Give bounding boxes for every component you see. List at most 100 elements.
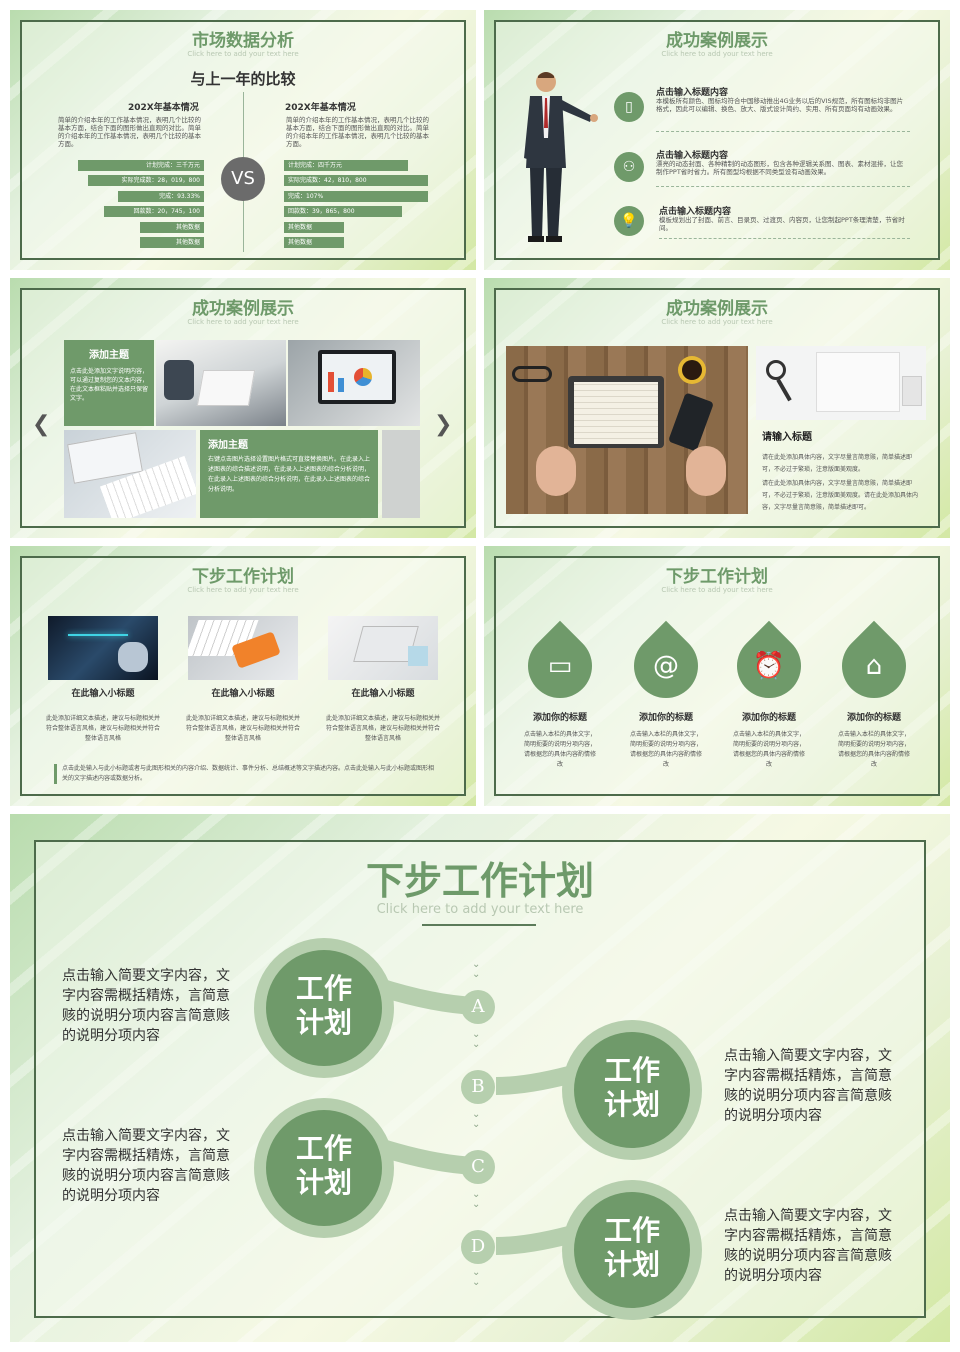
desk-photo xyxy=(506,346,748,514)
plan-circle-label: 计划 xyxy=(295,1166,352,1199)
slide-subtitle: Click here to add your text here xyxy=(661,50,773,58)
right-bar: 其他数据 xyxy=(284,222,344,233)
slide-next-plan-1: 下步工作计划 Click here to add your text here … xyxy=(10,546,476,806)
topic-box-2: 添加主题 右键点击图片选择设置图片格式可直接替换图片。在此录入上述图表的综合描述… xyxy=(200,430,378,518)
plan-circle: 工作 计划 xyxy=(574,1192,690,1308)
chevron-down-icon: ⌄⌄ xyxy=(472,959,481,980)
item-desc: 点击输入本栏的具体文字，简明扼要的说明分项内容，请根据您的具体内容酌情修改 xyxy=(837,731,910,768)
step-letter: C xyxy=(461,1150,495,1184)
slide-title: 下步工作计划 xyxy=(666,567,768,587)
topic-box-desc: 点击此处添加文字说明内容，可以通过复制您的文本内容，在此文本框粘贴并选择只保留文… xyxy=(70,368,149,402)
right-desc: 简单的介绍本年的工作基本情况，表明几个比较的基本方面，结合下面的图形做出直观的对… xyxy=(286,116,429,148)
step-letter: B xyxy=(461,1070,495,1104)
content-paragraph: 请在此处添加具体内容，文字尽量言简意赅，简单描述即可，不必过于繁琐，注意版面美观… xyxy=(762,480,919,511)
slide-market-analysis: 市场数据分析 Click here to add your text here … xyxy=(10,10,476,270)
chevron-down-icon: ⌄⌄ xyxy=(472,1109,481,1130)
item-desc: 模板规划出了封面、前言、目录页、过渡页、内容页，让您制起PPT条理清楚，节省时间… xyxy=(659,216,905,232)
item-desc: 漂亮的动态封面、各种精制的动态图形，包含各种逻辑关系图、图表、素材混排，让您制作… xyxy=(656,160,903,176)
left-bar: 其他数据 xyxy=(140,222,204,233)
column-desc: 此处添加详细文本描述，建议与标题相关并符合整体语言风格，建议与标题相关并符合整体… xyxy=(46,715,161,742)
slide-title: 市场数据分析 xyxy=(192,31,294,51)
plan-circle: 工作 计划 xyxy=(266,1110,382,1226)
plan-circle: 工作 计划 xyxy=(574,1032,690,1148)
content-paragraph: 请在此处添加具体内容，文字尽量言简意赅，简单描述即可，不必过于繁琐，注意版面美观… xyxy=(762,454,913,473)
item-title: 添加你的标题 xyxy=(741,713,796,723)
topic-box-title: 添加主题 xyxy=(89,350,129,361)
slide-next-plan-large: 下步工作计划 Click here to add your text here … xyxy=(10,814,950,1342)
slide-subtitle: Click here to add your text here xyxy=(187,318,299,326)
plan-text: 点击输入简要文字内容，文字内容需概括精炼，言简意赅的说明分项内容言简意赅的说明分… xyxy=(724,1048,892,1124)
plan-circle-label: 工作 xyxy=(603,1214,660,1247)
left-bar: 完成：93.33% xyxy=(118,191,204,202)
column-title: 在此输入小标题 xyxy=(71,689,135,699)
vs-badge: VS xyxy=(221,157,265,201)
item-desc: 点击输入本栏的具体文字，简明扼要的说明分项内容，请根据您的具体内容酌情修改 xyxy=(629,731,702,768)
chevron-down-icon: ⌄⌄ xyxy=(472,1029,481,1050)
divider xyxy=(656,186,910,187)
content-heading: 请输入标题 xyxy=(762,432,812,443)
prev-arrow[interactable]: ❮ xyxy=(32,412,51,437)
item-desc: 点击输入本栏的具体文字，简明扼要的说明分项内容，请根据您的具体内容酌情修改 xyxy=(523,731,596,768)
slide-subtitle: Click here to add your text here xyxy=(187,50,299,58)
finance-hand-photo xyxy=(48,616,158,680)
alarm-clock-icon: ⏰ xyxy=(752,651,786,681)
slide-title: 成功案例展示 xyxy=(666,31,768,51)
lightbulb-icon: 💡 xyxy=(614,206,644,236)
column-title: 在此输入小标题 xyxy=(211,689,275,699)
right-bar: 回款数：39，865，800 xyxy=(284,206,402,217)
plan-circle-label: 工作 xyxy=(295,1132,352,1165)
note-accent xyxy=(54,764,57,784)
step-letter: A xyxy=(461,990,495,1024)
slide-success-cases-2: 成功案例展示 Click here to add your text here … xyxy=(10,278,476,538)
slide-success-cases-3: 成功案例展示 Click here to add your text here … xyxy=(484,278,950,538)
item-title: 点击输入标题内容 xyxy=(656,151,729,161)
item-desc: 本模板所有颜色、图标均符合中国移动推出4G业务以后的VIS规范，所有图标均非图片… xyxy=(656,97,904,113)
plan-circle-label: 计划 xyxy=(603,1088,660,1121)
divider xyxy=(659,238,910,239)
item-title: 添加你的标题 xyxy=(846,713,901,723)
slide-title: 成功案例展示 xyxy=(666,299,768,319)
phone-keyboard-photo xyxy=(188,616,298,680)
slide-subtitle: Click here to add your text here xyxy=(661,318,773,326)
column-desc: 此处添加详细文本描述，建议与标题相关并符合整体语言风格，建议与标题相关并符合整体… xyxy=(326,715,441,742)
left-label: 202X年基本情况 xyxy=(128,103,199,113)
left-bar: 计划完成：三千万元 xyxy=(78,160,204,171)
item-title: 点击输入标题内容 xyxy=(656,88,729,98)
slide-next-plan-2: 下步工作计划 Click here to add your text here … xyxy=(484,546,950,806)
right-bar: 其他数据 xyxy=(284,237,344,248)
item-desc: 点击输入本栏的具体文字，简明扼要的说明分项内容，请根据您的具体内容酌情修改 xyxy=(732,731,805,768)
right-bar: 实际完成数：42，810，800 xyxy=(284,175,428,186)
businessman-image xyxy=(524,72,598,242)
plan-circle: 工作 计划 xyxy=(266,950,382,1066)
title-underline xyxy=(422,924,536,926)
chevron-down-icon: ⌄⌄ xyxy=(472,1267,481,1288)
gray-placeholder xyxy=(382,430,420,518)
left-desc: 简单的介绍本年的工作基本情况，表明几个比较的基本方面，结合下面的图形做出直观的对… xyxy=(58,116,201,148)
item-title: 添加你的标题 xyxy=(638,713,693,723)
next-arrow[interactable]: ❯ xyxy=(434,412,453,437)
topic-box-1: 添加主题 点击此处添加文字说明内容，可以通过复制您的文本内容，在此文本框粘贴并选… xyxy=(64,340,154,426)
plan-circle-label: 工作 xyxy=(603,1054,660,1087)
plan-circle-label: 计划 xyxy=(295,1006,352,1039)
slide-subtitle: Click here to add your text here xyxy=(187,586,299,594)
at-sign-icon: @ xyxy=(653,651,679,681)
right-label: 202X年基本情况 xyxy=(285,103,356,113)
laptop-wifi-icon: ▭ xyxy=(547,651,573,681)
network-icon: ⚇ xyxy=(614,152,644,182)
slide-title: 下步工作计划 xyxy=(192,567,294,587)
slide-subtitle: Click here to add your text here xyxy=(661,586,773,594)
item-title: 点击输入标题内容 xyxy=(659,207,732,217)
slide-title: 成功案例展示 xyxy=(192,299,294,319)
comparison-heading: 与上一年的比较 xyxy=(190,70,296,88)
laptop-chart-photo xyxy=(288,340,420,426)
meeting-photo xyxy=(156,340,286,426)
topic-box-title: 添加主题 xyxy=(208,440,248,451)
column-title: 在此输入小标题 xyxy=(351,689,415,699)
slide-frame xyxy=(494,20,940,260)
chevron-down-icon: ⌄⌄ xyxy=(472,1189,481,1210)
document-icon: ▯ xyxy=(614,92,644,122)
notebook-photo xyxy=(756,346,926,420)
plan-text: 点击输入简要文字内容，文字内容需概括精炼，言简意赅的说明分项内容言简意赅的说明分… xyxy=(62,968,230,1044)
plan-circle-label: 工作 xyxy=(295,972,352,1005)
keyboard-photo xyxy=(64,430,196,518)
